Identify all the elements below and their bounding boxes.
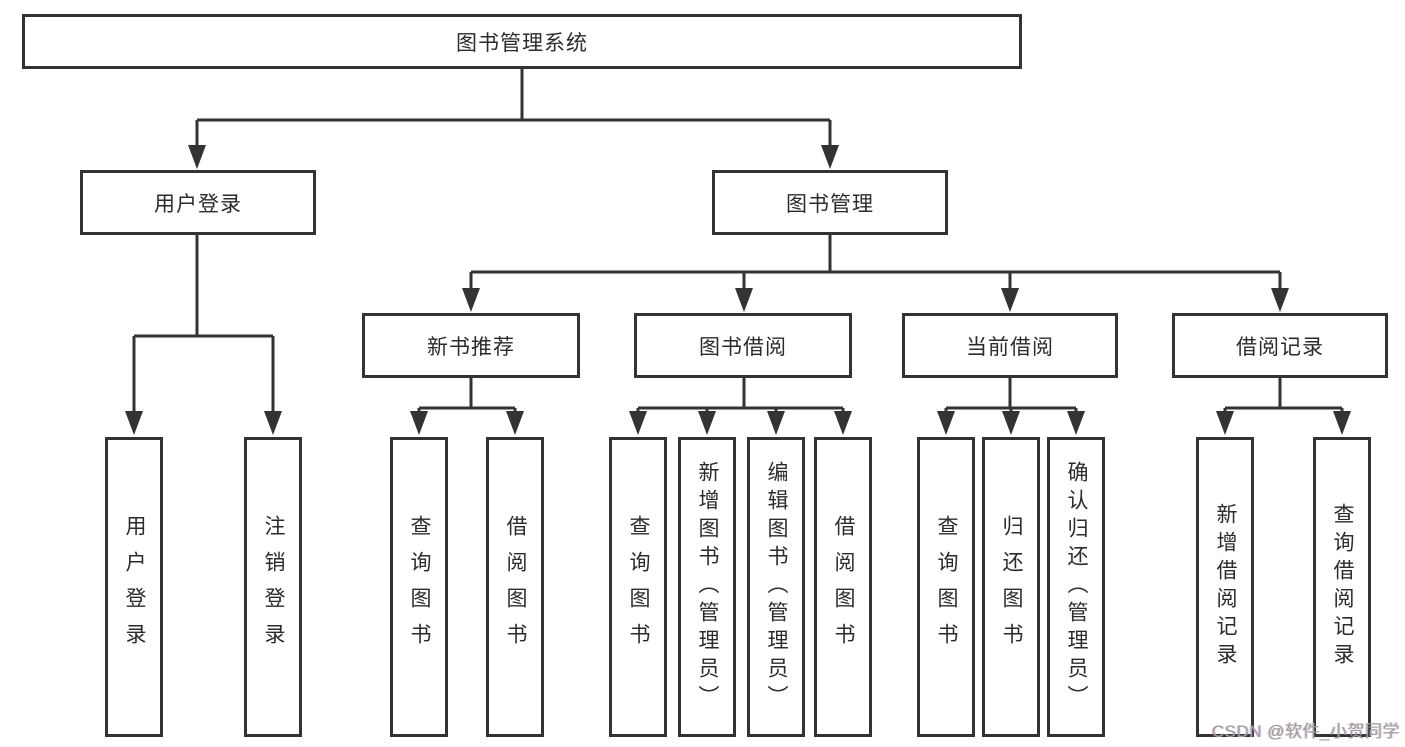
leaf-user-login: 用户登录 xyxy=(105,437,163,737)
node-book-borrowing: 图书借阅 xyxy=(634,313,852,378)
leaf-query-books-borrowing: 查询图书 xyxy=(609,437,667,737)
node-user-login: 用户登录 xyxy=(80,170,316,235)
leaf-query-borrow-record: 查询借阅记录 xyxy=(1313,437,1371,737)
leaf-query-books-current: 查询图书 xyxy=(917,437,975,737)
leaf-borrow-books-borrowing: 借阅图书 xyxy=(814,437,872,737)
node-new-book-recommend: 新书推荐 xyxy=(362,313,580,378)
leaf-borrow-books-recommend: 借阅图书 xyxy=(486,437,544,737)
leaf-query-books-recommend: 查询图书 xyxy=(390,437,448,737)
leaf-edit-book-admin: 编辑图书（管理员） xyxy=(747,437,805,737)
leaf-add-book-admin: 新增图书（管理员） xyxy=(678,437,736,737)
leaf-add-borrow-record: 新增借阅记录 xyxy=(1196,437,1254,737)
leaf-return-book: 归还图书 xyxy=(982,437,1040,737)
node-current-borrowing: 当前借阅 xyxy=(902,313,1118,378)
node-root-library-system: 图书管理系统 xyxy=(22,14,1022,69)
leaf-confirm-return-admin: 确认归还（管理员） xyxy=(1047,437,1105,737)
node-borrowing-records: 借阅记录 xyxy=(1172,313,1388,378)
csdn-watermark: CSDN @软件_小贺同学 xyxy=(1211,722,1400,741)
leaf-logout: 注销登录 xyxy=(244,437,302,737)
node-book-management: 图书管理 xyxy=(712,170,948,235)
